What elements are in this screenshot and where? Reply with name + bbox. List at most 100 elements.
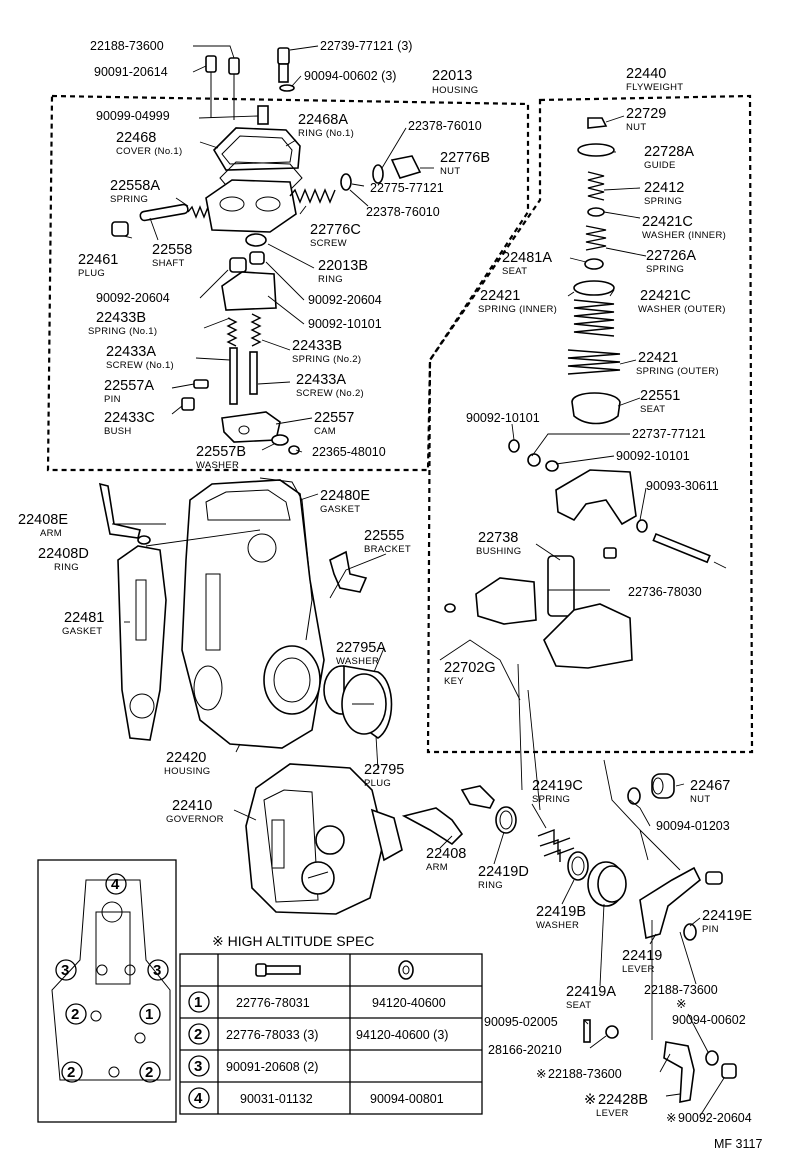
label-90092-20604-c: 90092-20604 (678, 1111, 752, 1125)
flyweight-group-boundary (426, 94, 754, 754)
marker-4: 4 (111, 876, 120, 893)
label-90092-10101-b: 90092-10101 (466, 411, 540, 425)
asterisk-90092-20604-c: ※ (666, 1111, 676, 1125)
label-22419: 22419 (622, 948, 662, 964)
label-22408D-sub: RING (54, 562, 79, 573)
label-22419A: 22419A (566, 984, 616, 1000)
label-90092-10101-a: 90092-10101 (308, 317, 382, 331)
label-22795A-sub: WASHER (336, 656, 379, 667)
gasket-sketch-markers: 4 3 3 2 1 2 2 (55, 873, 169, 1083)
gasket-reference-sketch (37, 859, 177, 1123)
label-22795-sub: PLUG (364, 778, 391, 789)
label-90092-10101-c: 90092-10101 (616, 449, 690, 463)
label-22776B: 22776B (440, 150, 490, 166)
label-22410: 22410 (172, 798, 212, 814)
label-22729: 22729 (626, 106, 666, 122)
bush-22433C (181, 397, 195, 411)
label-22737-77121: 22737-77121 (632, 427, 706, 441)
spec-row-2-key: 2 (194, 1026, 202, 1043)
asterisk-90094-00602: ※ (676, 997, 686, 1011)
governor-22410 (245, 763, 403, 915)
leader-lines (112, 45, 727, 1117)
label-22419C-sub: SPRING (532, 794, 570, 805)
label-22468-sub: COVER (No.1) (116, 146, 182, 157)
label-22433B-2: 22433B (292, 338, 342, 354)
screws-22433A (229, 347, 258, 405)
spec-row-4-bolt: 90031-01132 (240, 1092, 313, 1106)
spec-row-1-bolt: 22776-78031 (236, 996, 310, 1010)
marker-3-right: 3 (153, 962, 161, 979)
spec-table-title: ※ HIGH ALTITUDE SPEC (212, 933, 374, 949)
label-90093-30611: 90093-30611 (646, 479, 719, 493)
label-22480E: 22480E (320, 488, 370, 504)
label-22468A-sub: RING (No.1) (298, 128, 354, 139)
label-22461-sub: PLUG (78, 268, 105, 279)
label-22421C-2-sub: WASHER (OUTER) (638, 304, 726, 315)
label-22408: 22408 (426, 846, 466, 862)
label-22420: 22420 (166, 750, 206, 766)
label-22013-sub: HOUSING (432, 85, 478, 96)
label-22013B: 22013B (318, 258, 368, 274)
footer-code: MF 3117 (714, 1137, 762, 1151)
bolt-column-icon (255, 963, 301, 977)
label-22013: 22013 (432, 68, 472, 84)
asterisk-22188-73600-bot: ※ (536, 1067, 546, 1081)
nut-column-icon (398, 960, 414, 980)
label-22702G-sub: KEY (444, 676, 464, 687)
label-22557-sub: CAM (314, 426, 336, 437)
bolt-22188-73600 (228, 57, 240, 120)
label-22433A-1: 22433A (106, 344, 156, 360)
label-90092-20604-b: 90092-20604 (308, 293, 382, 307)
label-22433A-2: 22433A (296, 372, 346, 388)
label-22408-sub: ARM (426, 862, 448, 873)
label-22738: 22738 (478, 530, 518, 546)
gasket-22480E (259, 477, 313, 641)
pin-22557A (193, 379, 209, 389)
arm-22408 (401, 785, 495, 846)
label-90094-00602-3: 90094-00602 (3) (304, 69, 396, 83)
label-22776C-sub: SCREW (310, 238, 347, 249)
label-22433A-1-sub: SCREW (No.1) (106, 360, 174, 371)
bolt-22739-77121 (277, 47, 295, 92)
small-washers-22378 (340, 164, 384, 191)
label-22776B-sub: NUT (440, 166, 460, 177)
spec-row-1-key: 1 (194, 994, 202, 1011)
label-22433B-1: 22433B (96, 310, 146, 326)
label-22408E-sub: ARM (40, 528, 62, 539)
small-bolts-bottom (583, 1019, 619, 1043)
cam-22557 (221, 411, 281, 443)
label-22467: 22467 (690, 778, 730, 794)
label-22188-73600-mid: 22188-73600 (644, 983, 718, 997)
label-22440-sub: FLYWEIGHT (626, 82, 683, 93)
label-22555: 22555 (364, 528, 404, 544)
label-22433C-sub: BUSH (104, 426, 132, 437)
cover-no1 (212, 105, 301, 171)
label-22013B-sub: RING (318, 274, 343, 285)
screw-22776C-spring (289, 188, 336, 204)
label-90092-20604-a: 90092-20604 (96, 291, 170, 305)
label-22421-2-sub: SPRING (OUTER) (636, 366, 719, 377)
label-22558A: 22558A (110, 178, 160, 194)
marker-3-left: 3 (61, 962, 69, 979)
block-90092-20604 (221, 251, 277, 311)
label-22433A-2-sub: SCREW (No.2) (296, 388, 364, 399)
label-22557: 22557 (314, 410, 354, 426)
high-altitude-spec-table: ※ HIGH ALTITUDE SPEC 1 22776-78031 94120… (179, 933, 483, 1115)
shaft-and-spring-22558 (139, 203, 209, 222)
nut-22467 (627, 773, 675, 805)
spec-row-4-nut: 90094-00801 (370, 1092, 444, 1106)
marker-2-right-bot: 2 (145, 1064, 153, 1081)
spec-row-2-bolt: 22776-78033 (3) (226, 1028, 318, 1042)
upper-housing-group-boundary (46, 94, 530, 472)
label-22188-73600-bot: 22188-73600 (548, 1067, 622, 1081)
plug-22795 (323, 665, 393, 739)
label-22551-sub: SEAT (640, 404, 665, 415)
label-22729-sub: NUT (626, 122, 646, 133)
label-22421-1-sub: SPRING (INNER) (478, 304, 557, 315)
label-22419B: 22419B (536, 904, 586, 920)
label-90094-01203: 90094-01203 (656, 819, 730, 833)
springs-22433B (226, 313, 262, 347)
label-22419E: 22419E (702, 908, 752, 924)
gasket-22481 (117, 545, 167, 741)
